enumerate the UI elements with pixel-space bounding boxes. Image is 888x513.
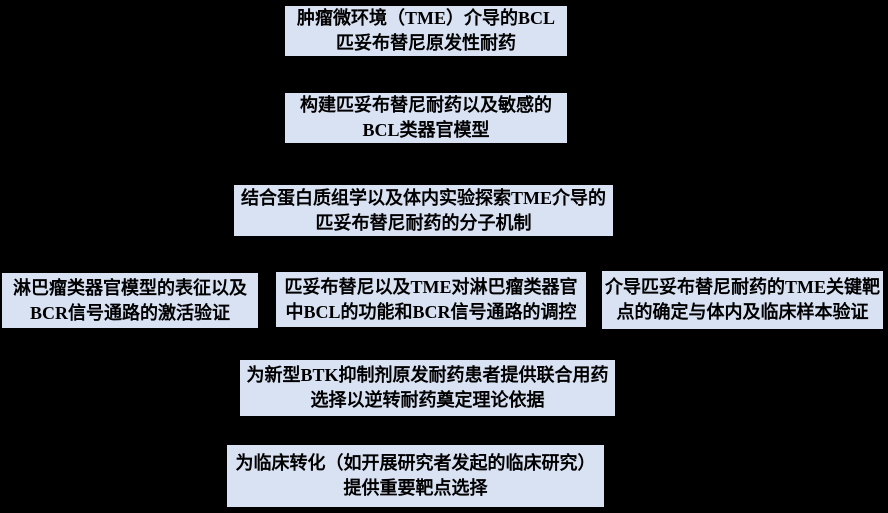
flow-box-text-line: 匹妥布替尼以及TME对淋巴瘤类器官 <box>284 276 578 297</box>
flow-box-organoid-characterization: 淋巴瘤类器官模型的表征以及 BCR信号通路的激活验证 <box>2 273 258 328</box>
flow-box-text-line: 为临床转化（如开展研究者发起的临床研究） <box>235 453 596 473</box>
flow-box-clinical-translation: 为临床转化（如开展研究者发起的临床研究） 提供重要靶点选择 <box>227 445 604 507</box>
flow-box-text-line: 结合蛋白质组学以及体内实验探索TME介导的 <box>241 187 606 208</box>
flow-box-text-line: 介导匹妥布替尼耐药的TME关键靶 <box>605 277 880 297</box>
flow-box-text-line: 中BCL的功能和BCR信号通路的调控 <box>285 301 577 322</box>
flow-box-text-line: 匹妥布替尼原发性耐药 <box>336 33 516 53</box>
flow-box-text-line: 构建匹妥布替尼耐药以及敏感的 <box>300 95 552 115</box>
flow-box-text-line: 肿瘤微环境（TME）介导的BCL <box>296 8 555 28</box>
flow-box-bcl-function-bcr-regulation: 匹妥布替尼以及TME对淋巴瘤类器官 中BCL的功能和BCR信号通路的调控 <box>276 272 586 327</box>
flow-box-text-line: 点的确定与体内及临床样本验证 <box>616 302 869 322</box>
flow-box-text-line: BCL类器官模型 <box>362 120 490 140</box>
flow-box-tme-key-target-validation: 介导匹妥布替尼耐药的TME关键靶 点的确定与体内及临床样本验证 <box>602 271 883 329</box>
flow-box-text-line: BCR信号通路的激活验证 <box>29 302 230 323</box>
flow-box-molecular-mechanism-exploration: 结合蛋白质组学以及体内实验探索TME介导的 匹妥布替尼耐药的分子机制 <box>234 185 613 236</box>
flow-box-tme-primary-resistance: 肿瘤微环境（TME）介导的BCL 匹妥布替尼原发性耐药 <box>285 6 567 56</box>
flow-box-text-line: 为新型BTK抑制剂原发耐药患者提供联合用药 <box>246 365 609 385</box>
flow-box-text-line: 淋巴瘤类器官模型的表征以及 <box>13 277 247 298</box>
flow-box-combination-therapy-rationale: 为新型BTK抑制剂原发耐药患者提供联合用药 选择以逆转耐药奠定理论依据 <box>240 360 615 416</box>
flow-box-text-line: 提供重要靶点选择 <box>343 478 488 498</box>
flow-box-organoid-model-construction: 构建匹妥布替尼耐药以及敏感的 BCL类器官模型 <box>285 93 567 143</box>
flow-box-text-line: 匹妥布替尼耐药的分子机制 <box>315 212 532 233</box>
flow-box-text-line: 选择以逆转耐药奠定理论依据 <box>310 390 545 410</box>
